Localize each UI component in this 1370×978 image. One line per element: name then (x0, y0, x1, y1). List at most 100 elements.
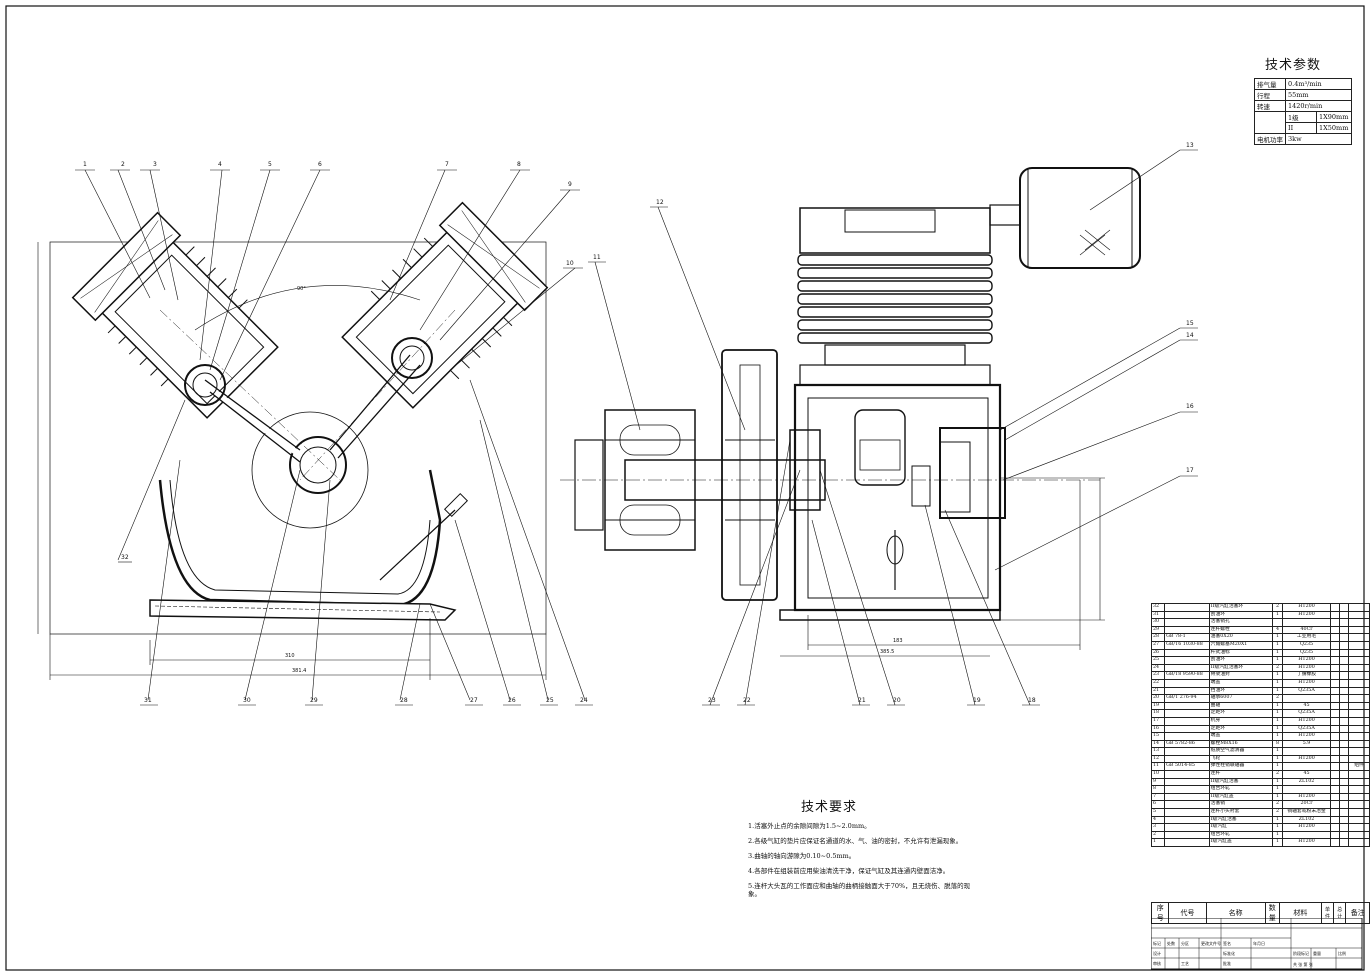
bom-cell (1329, 724, 1340, 734)
bom-cell: 1 (1272, 648, 1284, 658)
bom-cell (1338, 770, 1350, 779)
param-stage: II (1285, 122, 1317, 134)
bom-cell (1329, 785, 1340, 794)
bom-cell (1348, 603, 1370, 612)
bom-cell (1164, 610, 1210, 620)
callout-2: 2 (121, 161, 125, 168)
bom-cell (1164, 603, 1210, 612)
bom-cell (1338, 838, 1350, 847)
bom-cell: 5 (1150, 808, 1166, 817)
param-label: 电机功率 (1254, 133, 1286, 145)
bom-cell (1164, 777, 1210, 787)
param-value: 55mm (1285, 89, 1352, 101)
bom-cell (1329, 747, 1340, 756)
bom-cell: 1 (1272, 610, 1284, 620)
bom-cell (1338, 823, 1350, 832)
bom-cell (1338, 671, 1350, 680)
bom-cell: 油塞0X20 (1208, 633, 1274, 642)
callout-12: 12 (656, 199, 664, 206)
bom-cell (1338, 663, 1350, 673)
tb-weight: 重量 (1313, 950, 1321, 956)
bom-cell: 1 (1272, 640, 1284, 650)
bom-cell: 挡油环 (1208, 686, 1274, 696)
bom-cell (1338, 747, 1350, 756)
bom-cell: GB/T8 9590-88 (1164, 671, 1210, 680)
bom-cell (1329, 671, 1340, 680)
callout-4: 4 (218, 161, 222, 168)
bom-cell: Q235A (1282, 724, 1331, 734)
callout-18: 18 (1028, 697, 1036, 704)
bom-cell (1338, 739, 1350, 749)
bom-cell (1338, 815, 1350, 825)
bom-cell: I级汽缸活塞 (1208, 815, 1274, 825)
bom-cell (1348, 671, 1370, 680)
bom-cell: 2 (1272, 770, 1284, 779)
bom-cell: 端盖 (1208, 678, 1274, 688)
bom-cell (1348, 815, 1370, 825)
bom-cell (1164, 800, 1210, 810)
bom-cell (1338, 648, 1350, 658)
bom-cell: 26 (1150, 648, 1166, 658)
bom-cell (1329, 732, 1340, 741)
callout-19: 19 (973, 697, 981, 704)
bom-cell: 连杆螺栓 (1208, 625, 1274, 635)
bom-cell (1329, 603, 1340, 612)
bom-cell: 螺栓M8X16 (1208, 739, 1274, 749)
bom-cell (1282, 747, 1331, 756)
bom-cell (1164, 823, 1210, 832)
callout-5: 5 (268, 161, 272, 168)
bom-cell (1164, 792, 1210, 802)
bom-cell (1338, 785, 1350, 794)
bom-cell: 2 (1272, 808, 1284, 817)
tb-zone: 分区 (1181, 940, 1189, 946)
bom-cell (1348, 686, 1370, 696)
bom-cell (1282, 694, 1331, 703)
bom-cell (1329, 754, 1340, 764)
bom-cell (1338, 732, 1350, 741)
bom-cell (1282, 830, 1331, 840)
bom-cell: HT200 (1282, 716, 1331, 726)
bom-cell (1329, 792, 1340, 802)
bom-cell: GB 78-1 (1164, 633, 1210, 642)
bom-cell: 机身 (1208, 716, 1274, 726)
bom-cell: 20Cr (1282, 800, 1331, 810)
bom-cell (1348, 694, 1370, 703)
bom-cell (1329, 694, 1340, 703)
bom-cell (1338, 777, 1350, 787)
bom-cell: II级汽缸盖 (1208, 792, 1274, 802)
bom-cell (1282, 618, 1331, 627)
bom-cell: HT200 (1282, 732, 1331, 741)
bom-cell: 1 (1272, 656, 1284, 665)
bom-cell (1329, 838, 1340, 847)
bom-cell: 丁腈橡胶 (1282, 671, 1331, 680)
bom-cell: I级汽缸 (1208, 823, 1274, 832)
bom-cell: 2 (1272, 663, 1284, 673)
bom-cell: 24 (1150, 663, 1166, 673)
requirement-item: 1.活塞外止点的余隙间隙为1.5~2.0mm。 (748, 822, 871, 830)
bom-cell: 1 (1272, 830, 1284, 840)
bom-cell: 1 (1272, 724, 1284, 734)
bom-cell (1348, 724, 1370, 734)
bom-cell: 8 (1272, 739, 1284, 749)
bom-cell: 组合环轧 (1208, 830, 1274, 840)
dim-183: 183 (893, 638, 903, 644)
callout-26: 26 (508, 697, 516, 704)
bom-cell (1338, 618, 1350, 627)
bom-cell (1164, 770, 1210, 779)
callout-15: 15 (1186, 320, 1194, 327)
tb-date: 年月日 (1253, 940, 1265, 946)
bom-cell: 4 (1272, 625, 1284, 635)
bom-cell: HT200 (1282, 603, 1331, 612)
bom-cell: 飞轮 (1208, 754, 1274, 764)
bom-cell: 15 (1150, 732, 1166, 741)
